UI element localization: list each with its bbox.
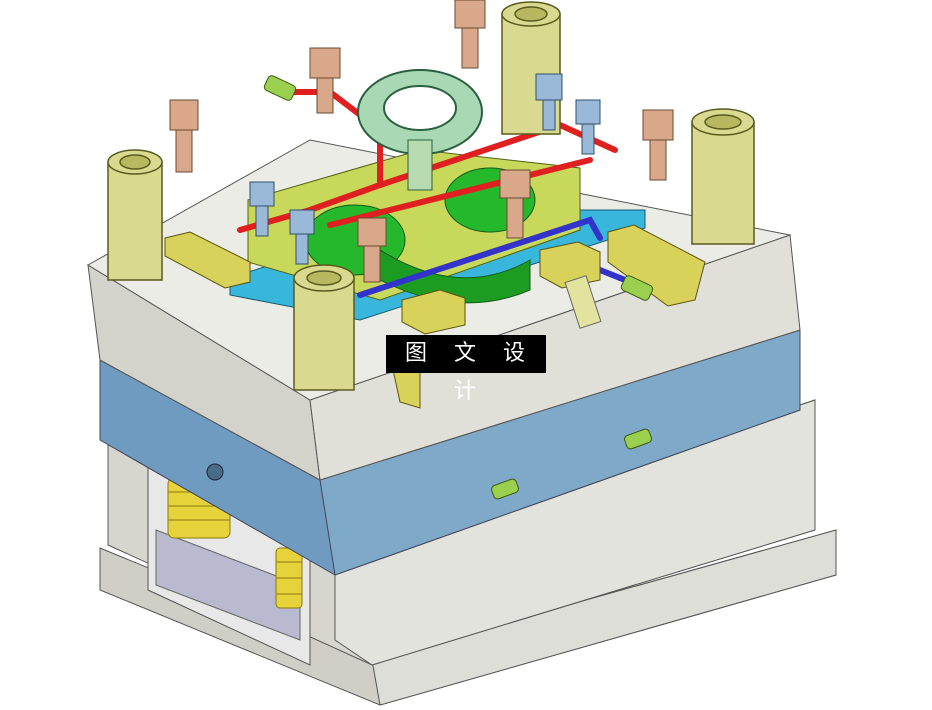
socket-bolt-icon — [169, 0, 674, 283]
locating-ring-icon — [357, 69, 483, 191]
watermark-caption: 图 文 设 计 — [386, 335, 546, 404]
slide-blocks — [164, 224, 706, 409]
cooling-nipple-icon — [491, 428, 652, 500]
cooling-nipple-icon — [263, 75, 654, 301]
cavity-insert — [247, 149, 581, 304]
